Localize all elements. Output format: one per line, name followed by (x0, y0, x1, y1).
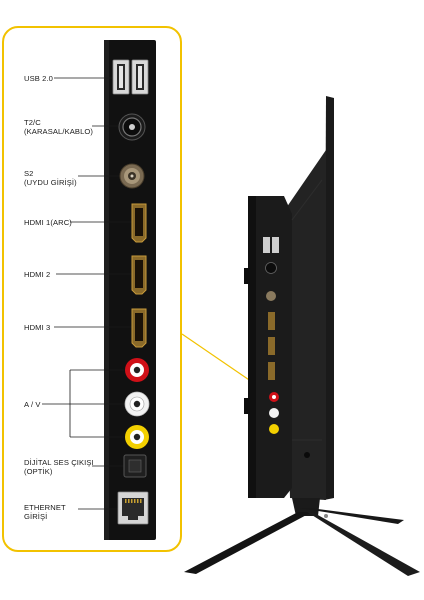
tv-body (244, 96, 334, 500)
usb-ports (112, 59, 149, 95)
antenna-port (118, 113, 146, 141)
t2c-label: T2/C(KARASAL/KABLO) (24, 118, 94, 136)
hdmi1-label: HDMI 1(ARC) (24, 218, 72, 227)
hdmi1-port (131, 203, 147, 243)
av-red-jack (125, 358, 149, 382)
av-white-jack (124, 391, 150, 417)
hdmi2-label: HDMI 2 (24, 270, 51, 279)
pointer-lines (42, 77, 132, 510)
tv-mini-ports (263, 237, 279, 434)
optical-label: DİJİTAL SES ÇIKIŞI(OPTİK) (24, 458, 94, 476)
hdmi3-label: HDMI 3 (24, 323, 51, 332)
usb-label: USB 2.0 (24, 74, 53, 83)
hdmi3-port (131, 308, 147, 348)
port-panel (104, 40, 156, 540)
tv-stand (184, 498, 420, 576)
port-callout-frame (2, 26, 182, 552)
optical-port (123, 454, 147, 478)
av-yellow-jack (125, 425, 149, 449)
hdmi2-port (131, 255, 147, 295)
s2-label: S2(UYDU GİRİŞİ) (24, 169, 77, 187)
av-label: A / V (24, 400, 41, 409)
ethernet-port (117, 491, 149, 525)
satellite-port (119, 163, 145, 189)
